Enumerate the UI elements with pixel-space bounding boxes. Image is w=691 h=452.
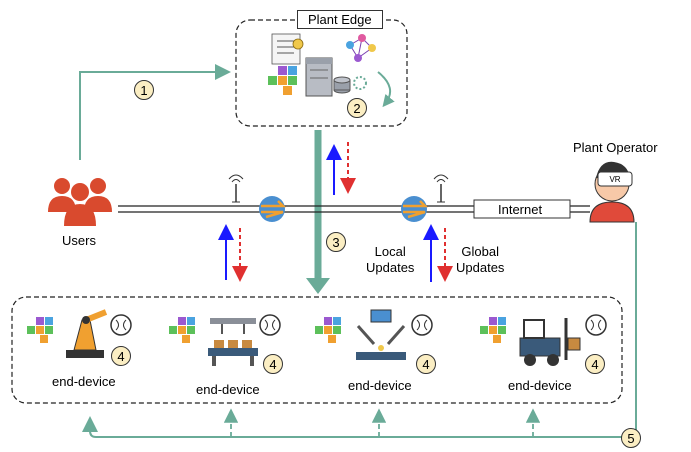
device-2-brain-icon: [259, 314, 281, 336]
device-4-cubes-icon: [480, 317, 506, 343]
local-updates-line2: Updates: [366, 260, 415, 275]
edge-network-icon: [346, 34, 376, 62]
device-2-label: end-device: [196, 382, 260, 397]
robot-arm-icon: [66, 309, 108, 358]
welding-machine-icon: [356, 309, 406, 360]
plant-operator-label: Plant Operator: [573, 140, 658, 155]
plant-edge-box: [235, 19, 408, 127]
step-4-badge-device-3: 4: [416, 354, 436, 374]
device-3-label: end-device: [348, 378, 412, 393]
device-1-brain-icon: [110, 314, 132, 336]
global-updates-line1: Global: [461, 244, 499, 259]
edge-loop-arrow: [377, 71, 395, 108]
step-4-badge-device-2: 4: [263, 354, 283, 374]
end-devices-box: [11, 296, 623, 404]
forklift-icon: [519, 318, 581, 366]
users-label: Users: [62, 233, 96, 248]
step-3-badge: 3: [326, 232, 346, 252]
arrow-edge-to-devices-head: [306, 278, 330, 294]
device-4-brain-icon: [585, 314, 607, 336]
step-2-badge: 2: [347, 98, 367, 118]
edge-cubes-icon: [268, 66, 297, 95]
vr-text: VR: [609, 175, 620, 184]
internet-label: Internet: [498, 202, 543, 217]
step-1-badge: 1: [134, 80, 154, 100]
edge-server-icon: [305, 57, 351, 97]
edge-checklist-icon: [271, 33, 304, 65]
local-updates-line1: Local: [374, 244, 406, 259]
step-4-badge-device-4: 4: [585, 354, 605, 374]
global-updates-line2: Updates: [456, 260, 505, 275]
antenna-left-icon: [228, 174, 244, 203]
plant-operator-vr-icon: VR: [589, 161, 635, 223]
step-5-badge: 5: [621, 428, 641, 448]
device-4-label: end-device: [508, 378, 572, 393]
step-4-badge-device-1: 4: [111, 346, 131, 366]
edge-gear-icon: [353, 76, 367, 90]
plant-edge-title: Plant Edge: [297, 10, 383, 29]
arrow-operator-to-devices: [82, 222, 637, 438]
users-icon: [48, 178, 112, 226]
antenna-right-icon: [433, 174, 449, 203]
arrow-users-to-edge: [79, 64, 231, 160]
device-2-cubes-icon: [169, 317, 195, 343]
router-right-icon: [401, 196, 429, 222]
conveyor-icon: [208, 318, 258, 366]
global-updates-label: Global Updates: [456, 244, 504, 276]
internet-box: [473, 199, 571, 219]
device-1-cubes-icon: [27, 317, 53, 343]
device-3-brain-icon: [411, 314, 433, 336]
device-3-cubes-icon: [315, 317, 341, 343]
device-1-label: end-device: [52, 374, 116, 389]
local-updates-label: Local Updates: [366, 244, 414, 276]
router-left-icon: [259, 196, 287, 222]
